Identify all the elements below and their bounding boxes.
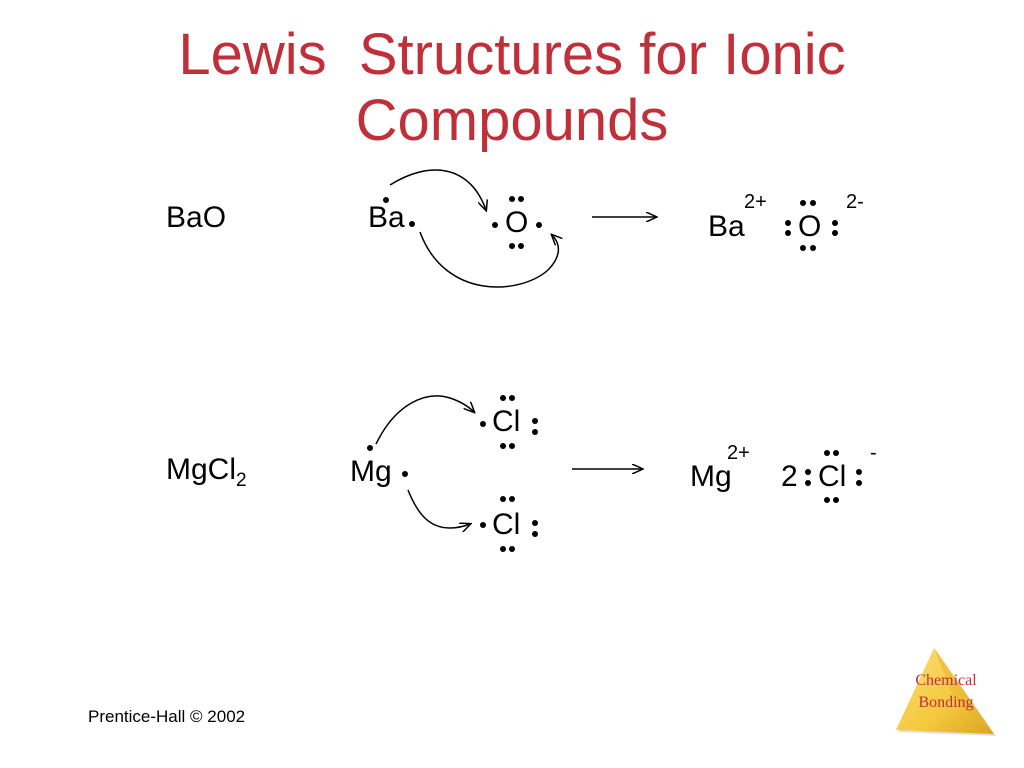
cl-ion-electron — [833, 497, 839, 503]
bao-transfer-curve-bottom — [419, 231, 558, 288]
cl-ion-electron — [824, 497, 830, 503]
mg-valence-electron — [402, 471, 408, 477]
mgcl2-transfer-curve-top — [375, 395, 474, 445]
o-ion-electron — [832, 220, 838, 226]
mg-charge: 2+ — [727, 442, 750, 464]
cl-electron — [509, 395, 515, 401]
o-ion-electron — [800, 200, 806, 206]
cl-charge: - — [870, 442, 877, 464]
o-charge: 2- — [846, 191, 864, 213]
ba-valence-electron — [409, 221, 415, 227]
cl-electron — [532, 429, 538, 435]
cl-electron — [532, 531, 538, 537]
copyright-footer: Prentice-Hall © 2002 — [88, 707, 246, 726]
title-line-1: Lewis Structures for Ionic — [178, 22, 846, 87]
ba-valence-electron — [383, 197, 389, 203]
mg-valence-electron — [367, 445, 373, 451]
cl-ion-electron — [824, 450, 830, 456]
mgcl2-reactant-cl-2: Cl — [492, 508, 521, 541]
o-electron — [518, 243, 524, 249]
mgcl2-reactant-cl-1: Cl — [492, 405, 521, 438]
bao-reactant-o: O — [505, 206, 529, 239]
mgcl2-product-cl: Cl — [818, 460, 847, 493]
bao-formula: BaO — [166, 201, 227, 234]
o-electron — [509, 196, 515, 202]
chemical-bonding-logo: Chemical Bonding — [894, 648, 998, 742]
cl-electron — [509, 546, 515, 552]
o-electron — [509, 243, 515, 249]
cl-electron — [500, 496, 506, 502]
cl-ion-electron — [805, 469, 811, 475]
bao-product-o: O — [798, 210, 822, 243]
o-ion-electron — [832, 230, 838, 236]
cl-electron — [500, 546, 506, 552]
bao-reactant-ba: Ba — [368, 201, 405, 234]
bao-transfer-curve-top — [389, 169, 486, 210]
cl-electron — [509, 496, 515, 502]
o-electron — [536, 222, 542, 228]
mgcl2-formula-subscript: 2 — [236, 470, 247, 491]
mgcl2-product-mg: Mg — [690, 460, 732, 493]
slide-title: Lewis Structures for Ionic Compounds — [0, 22, 1024, 154]
o-ion-electron — [785, 220, 791, 226]
cl-electron — [509, 443, 515, 449]
title-line-2: Compounds — [355, 88, 669, 153]
cl-electron — [500, 443, 506, 449]
cl-ion-electron — [805, 480, 811, 486]
triangle-pyramid-icon — [896, 648, 996, 736]
bao-product-ba: Ba — [708, 210, 745, 243]
ba-charge: 2+ — [744, 191, 767, 213]
o-electron — [492, 222, 498, 228]
o-electron — [518, 196, 524, 202]
mgcl2-reactant-mg: Mg — [350, 455, 392, 488]
cl-ion-electron — [856, 469, 862, 475]
mgcl2-transfer-curve-bottom — [407, 489, 470, 528]
cl-ion-electron — [833, 450, 839, 456]
cl-electron — [500, 395, 506, 401]
o-ion-electron — [810, 245, 816, 251]
o-ion-electron — [800, 245, 806, 251]
mgcl2-coefficient: 2 — [781, 460, 798, 493]
logo-text: Chemical Bonding — [894, 670, 998, 714]
cl-electron — [532, 520, 538, 526]
o-ion-electron — [810, 200, 816, 206]
cl-electron — [480, 522, 486, 528]
cl-ion-electron — [856, 480, 862, 486]
mgcl2-formula-main: MgCl — [166, 453, 237, 486]
cl-electron — [532, 418, 538, 424]
mgcl2-formula: MgCl2 — [166, 453, 247, 491]
o-ion-electron — [785, 230, 791, 236]
logo-line-1: Chemical — [915, 672, 977, 689]
logo-line-2: Bonding — [918, 694, 974, 711]
cl-electron — [480, 421, 486, 427]
